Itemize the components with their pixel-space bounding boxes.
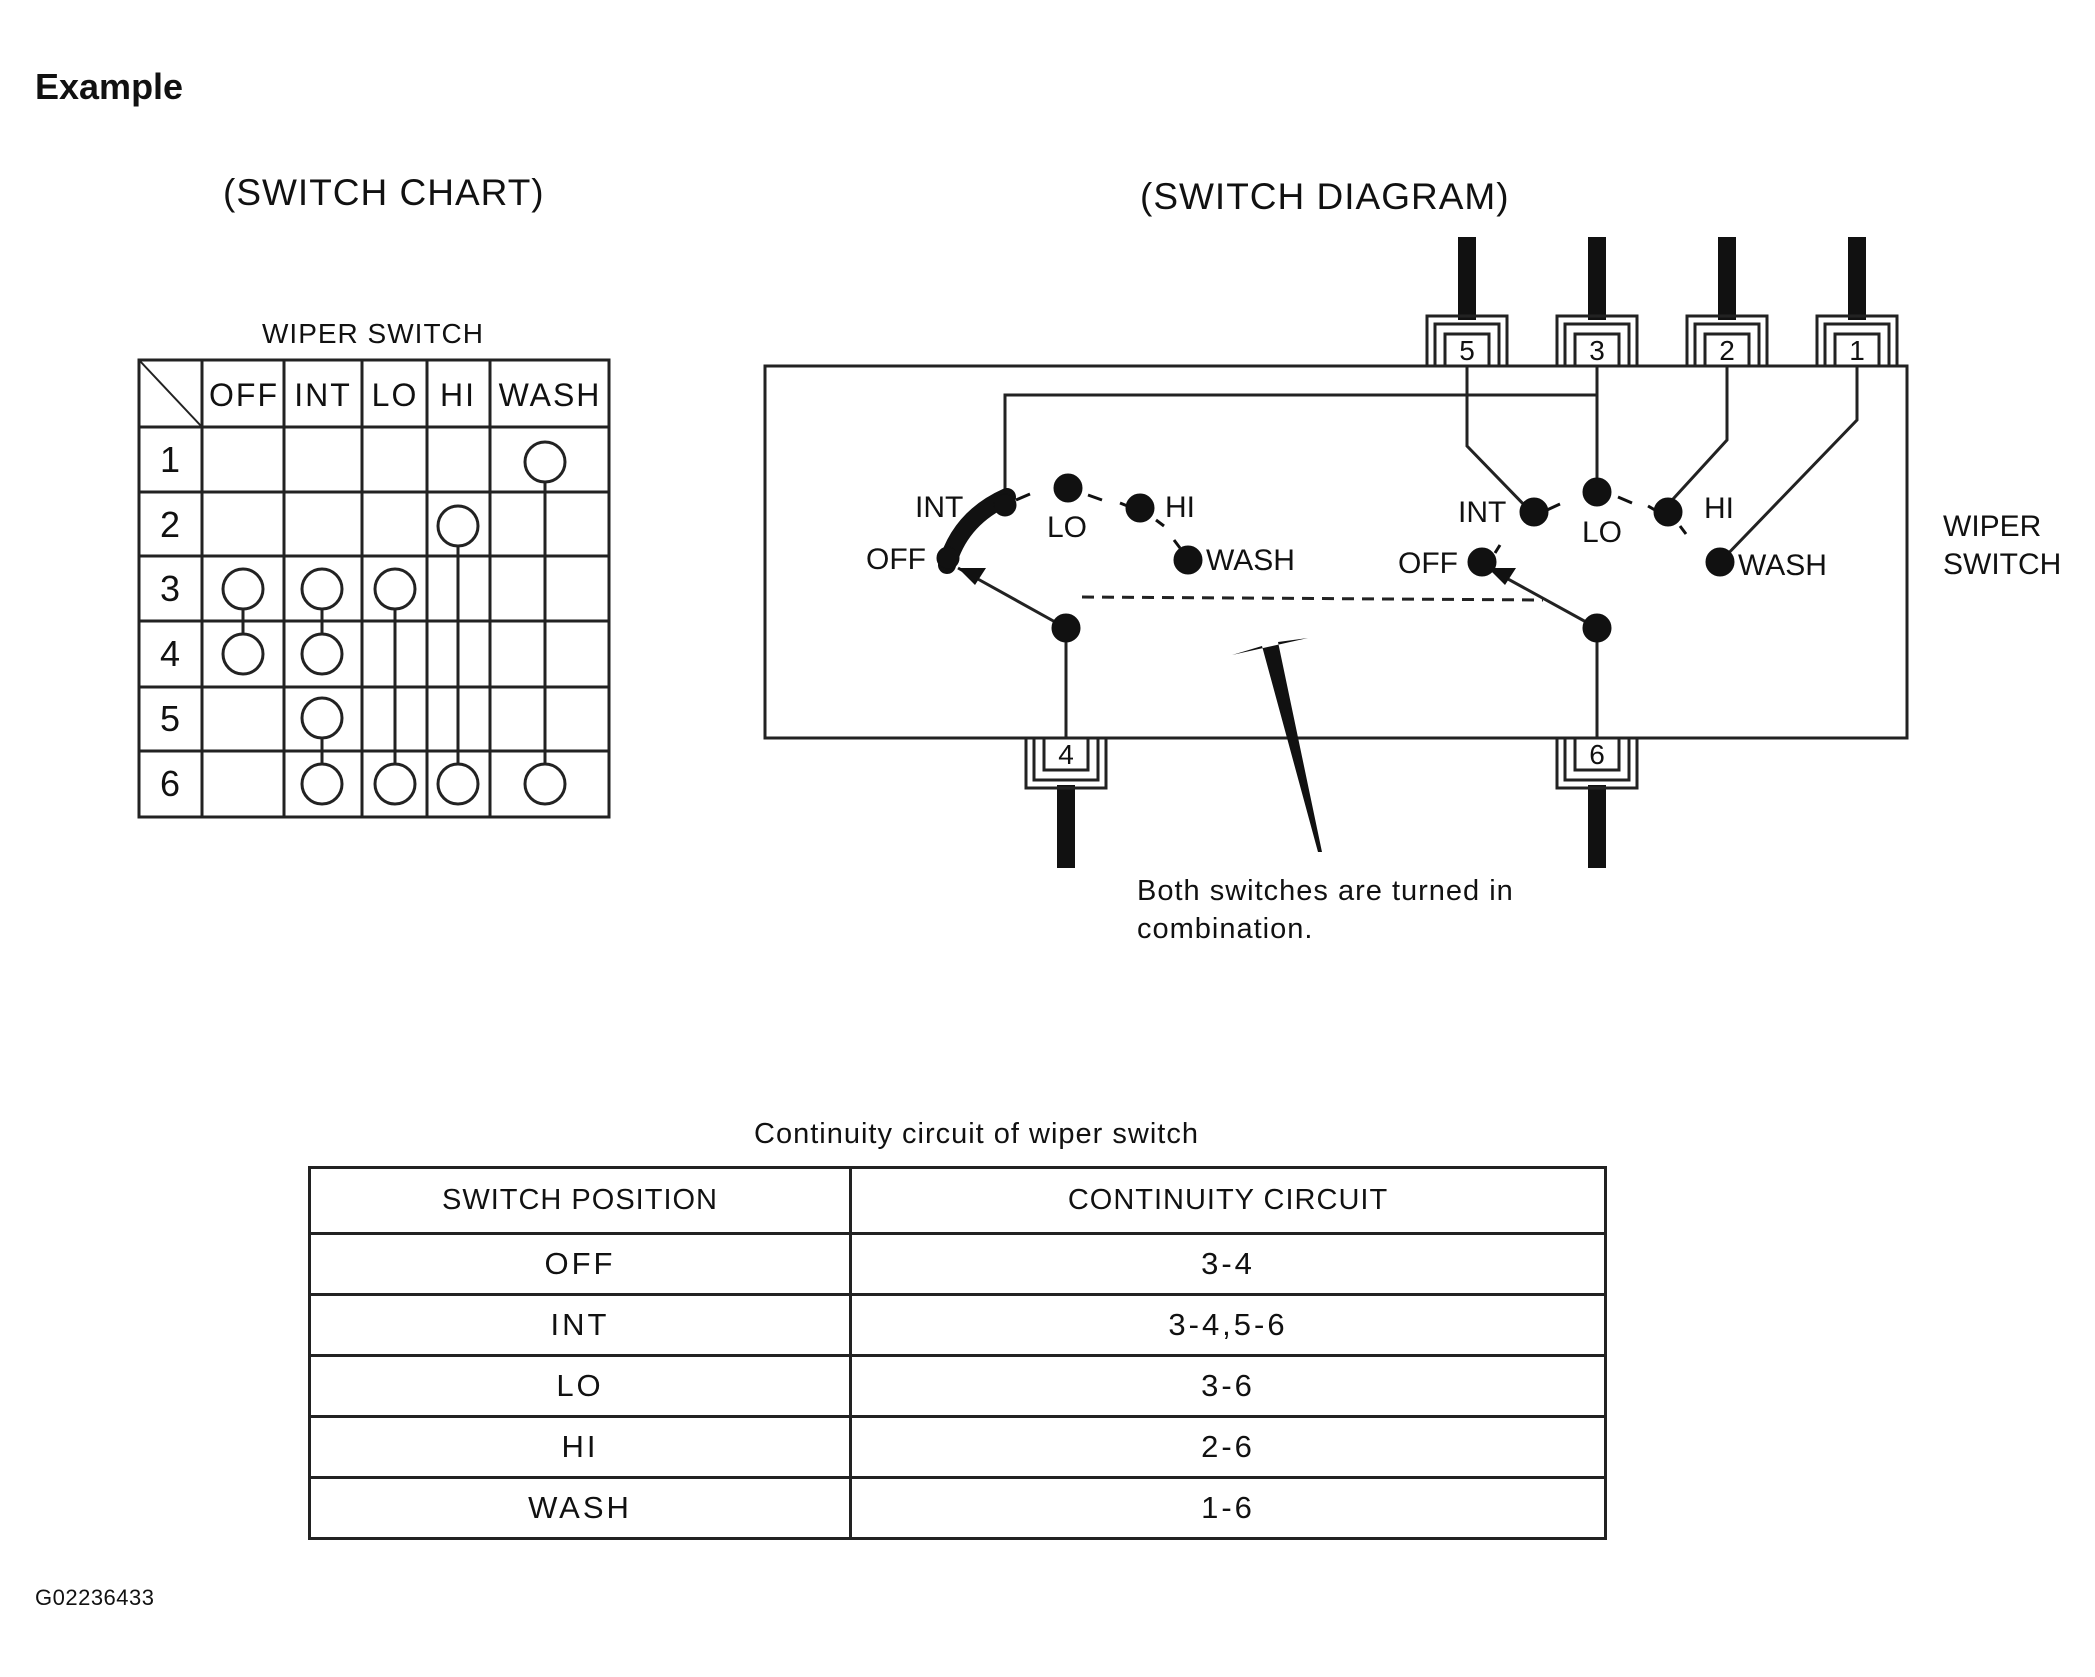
column-header-int: INT bbox=[294, 377, 352, 413]
circuit-cell: 2-6 bbox=[849, 1415, 1607, 1479]
pointer-arrow bbox=[1232, 638, 1322, 852]
contact-circle bbox=[373, 762, 417, 806]
circuit-cell: 3-4 bbox=[849, 1232, 1607, 1296]
continuity-circuit-header: CONTINUITY CIRCUIT bbox=[849, 1166, 1607, 1235]
table-row: WASH 1-6 bbox=[308, 1476, 1607, 1540]
left-switch-labels: INT OFF LO HI WASH bbox=[866, 491, 1295, 577]
combination-note: Both switches are turned in combination. bbox=[1137, 872, 1514, 948]
contact-int bbox=[1519, 497, 1549, 527]
circuit-cell: 3-4,5-6 bbox=[849, 1293, 1607, 1357]
component-label-line1: WIPER bbox=[1943, 510, 2041, 543]
contact-off bbox=[1467, 547, 1497, 577]
contact-circle bbox=[373, 567, 417, 611]
left-hi-label: HI bbox=[1165, 491, 1195, 524]
right-int-label: INT bbox=[1458, 496, 1506, 529]
row-label-5: 5 bbox=[160, 698, 180, 739]
terminal-4-label: 4 bbox=[1058, 739, 1074, 770]
right-switch bbox=[1467, 477, 1735, 643]
contact-circle bbox=[436, 762, 480, 806]
contact-lo bbox=[1053, 473, 1083, 503]
row-label-3: 3 bbox=[160, 568, 180, 609]
table-row: HI 2-6 bbox=[308, 1415, 1607, 1479]
contact-circle bbox=[300, 696, 344, 740]
position-cell: INT bbox=[308, 1293, 852, 1357]
wiper-arrowheads bbox=[958, 568, 1516, 585]
contact-circle bbox=[300, 567, 344, 611]
circuit-cell: 1-6 bbox=[849, 1476, 1607, 1540]
column-header-wash: WASH bbox=[499, 377, 602, 413]
contact-wash bbox=[1173, 545, 1203, 575]
column-header-lo: LO bbox=[372, 377, 419, 413]
contact-hi bbox=[1653, 497, 1683, 527]
contact-hi bbox=[1125, 493, 1155, 523]
left-wash-label: WASH bbox=[1206, 544, 1295, 577]
switch-chart-grid bbox=[137, 358, 611, 819]
contact-circle bbox=[523, 762, 567, 806]
left-lo-label: LO bbox=[1047, 511, 1087, 544]
continuity-table: SWITCH POSITION CONTINUITY CIRCUIT OFF 3… bbox=[308, 1166, 1607, 1540]
page-title: Example bbox=[35, 66, 184, 107]
right-lo-label: LO bbox=[1582, 516, 1622, 549]
left-off-label: OFF bbox=[866, 543, 926, 576]
contact-circle bbox=[523, 440, 567, 484]
switch-diagram-heading: (SWITCH DIAGRAM) bbox=[1140, 176, 1510, 217]
chart-connections bbox=[221, 440, 567, 806]
combination-note-line1: Both switches are turned in bbox=[1137, 875, 1514, 907]
position-cell: WASH bbox=[308, 1476, 852, 1540]
chart-column-headers: OFF INT LO HI WASH bbox=[209, 377, 602, 413]
contact-circle bbox=[221, 567, 265, 611]
wiper-pivot bbox=[1582, 613, 1612, 643]
switch-body bbox=[763, 364, 1909, 740]
component-label-line2: SWITCH bbox=[1943, 548, 2061, 581]
terminal-numbers: 5 3 2 1 4 6 bbox=[1058, 335, 1865, 770]
column-header-hi: HI bbox=[440, 377, 476, 413]
terminal-1-label: 1 bbox=[1849, 335, 1865, 366]
contact-circle bbox=[221, 632, 265, 676]
contact-lo bbox=[1582, 477, 1612, 507]
connector-wires bbox=[1057, 237, 1866, 868]
contact-int bbox=[993, 493, 1017, 517]
switch-chart-heading: (SWITCH CHART) bbox=[223, 172, 545, 213]
combination-note-line2: combination. bbox=[1137, 913, 1314, 945]
combination-linkage bbox=[1081, 595, 1544, 602]
terminal-5-label: 5 bbox=[1459, 335, 1475, 366]
terminal-2-label: 2 bbox=[1719, 335, 1735, 366]
wiper-switch-chart-title: WIPER SWITCH bbox=[262, 318, 484, 349]
table-row: LO 3-6 bbox=[308, 1354, 1607, 1418]
wiper-pivot bbox=[1051, 613, 1081, 643]
right-wash-label: WASH bbox=[1738, 549, 1827, 582]
reference-code: G02236433 bbox=[35, 1585, 155, 1610]
terminal-3-label: 3 bbox=[1589, 335, 1605, 366]
contact-circle bbox=[300, 632, 344, 676]
internal-wiring bbox=[957, 366, 1859, 738]
table-header-row: SWITCH POSITION CONTINUITY CIRCUIT bbox=[308, 1166, 1607, 1235]
contact-wash bbox=[1705, 547, 1735, 577]
contact-off bbox=[936, 546, 960, 570]
right-switch-labels: INT OFF LO HI WASH bbox=[1398, 492, 1827, 582]
right-hi-label: HI bbox=[1704, 492, 1734, 525]
row-label-2: 2 bbox=[160, 504, 180, 545]
wiper-switch-label: WIPER SWITCH bbox=[1943, 510, 2061, 581]
position-cell: OFF bbox=[308, 1232, 852, 1296]
position-cell: HI bbox=[308, 1415, 852, 1479]
chart-row-labels: 1 2 3 4 5 6 bbox=[160, 439, 180, 804]
connector-housings bbox=[1024, 314, 1899, 790]
switch-position-header: SWITCH POSITION bbox=[308, 1166, 852, 1235]
contact-circle bbox=[300, 762, 344, 806]
row-label-4: 4 bbox=[160, 633, 180, 674]
continuity-table-caption: Continuity circuit of wiper switch bbox=[754, 1118, 1199, 1150]
row-label-1: 1 bbox=[160, 439, 180, 480]
left-switch bbox=[936, 473, 1203, 643]
table-row: OFF 3-4 bbox=[308, 1232, 1607, 1296]
left-int-label: INT bbox=[915, 491, 963, 524]
table-row: INT 3-4,5-6 bbox=[308, 1293, 1607, 1357]
position-cell: LO bbox=[308, 1354, 852, 1418]
contact-circle bbox=[436, 504, 480, 548]
row-label-6: 6 bbox=[160, 763, 180, 804]
right-off-label: OFF bbox=[1398, 547, 1458, 580]
column-header-off: OFF bbox=[209, 377, 279, 413]
circuit-cell: 3-6 bbox=[849, 1354, 1607, 1418]
terminal-6-label: 6 bbox=[1589, 739, 1605, 770]
